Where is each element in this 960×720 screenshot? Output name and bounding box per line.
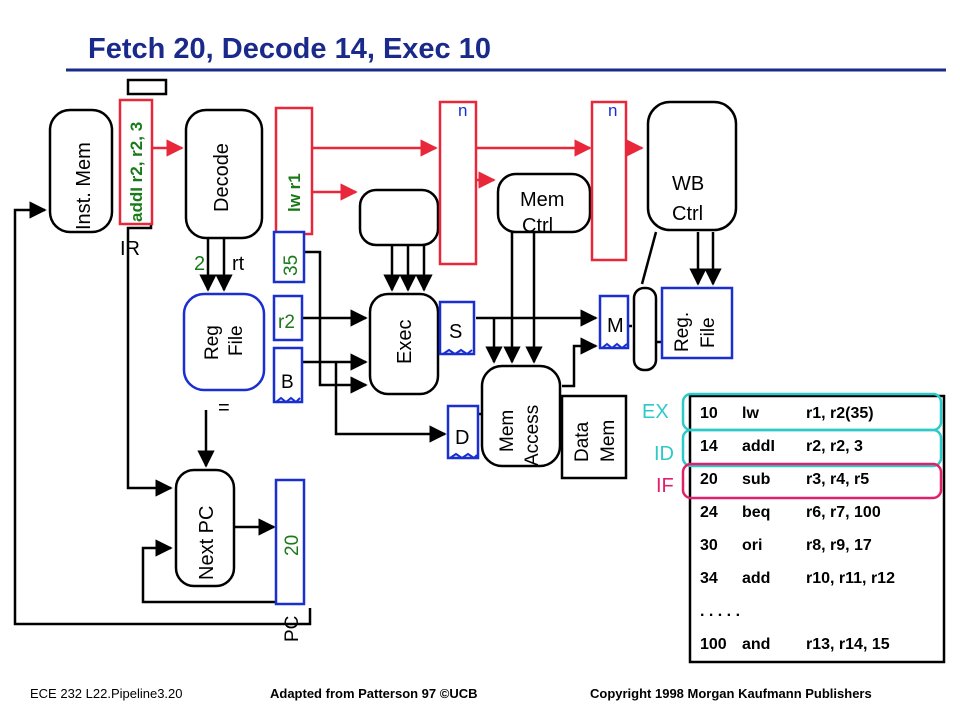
data-mem-label-2: Mem — [598, 420, 619, 462]
stage-id-label: ID — [654, 443, 674, 465]
wb-ctrl-label-1: WB — [672, 173, 704, 195]
program-addr: 30 — [700, 537, 718, 554]
program-args: r1, r2(35) — [806, 405, 874, 422]
reg-a-register — [272, 294, 304, 342]
footer-left: ECE 232 L22.Pipeline3.20 — [30, 686, 183, 701]
data-mem-label-1: Data — [572, 421, 593, 462]
wb-reg-file-label-2: File — [698, 317, 719, 348]
reg-file-label-2: File — [226, 325, 247, 356]
label-rt: rt — [232, 253, 245, 275]
mem-access-block — [480, 364, 562, 468]
program-args: r10, r11, r12 — [806, 570, 895, 587]
imm-register — [272, 230, 306, 284]
next-pc-label: Next PC — [196, 506, 218, 580]
n-flag-2: n — [608, 101, 617, 120]
program-args: r3, r4, r5 — [806, 471, 869, 488]
black-wires — [13, 186, 722, 626]
program-args: r2, r2, 3 — [806, 438, 863, 455]
if-highlight — [681, 462, 943, 500]
program-args: r6, r7, 100 — [806, 504, 881, 521]
program-args: r8, r9, 17 — [806, 537, 872, 554]
n-latch-2 — [590, 100, 628, 262]
m-register — [598, 294, 630, 350]
s-register — [438, 300, 476, 356]
wb-ctrl-block — [646, 100, 738, 232]
stage-ex-label: EX — [642, 401, 669, 423]
n-latch-1 — [438, 100, 478, 266]
program-addr: 10 — [700, 405, 718, 422]
d-value: D — [455, 427, 469, 449]
n-flag-1: n — [458, 101, 467, 120]
program-addr: . . . . . — [700, 603, 740, 620]
wb-mux — [632, 286, 658, 372]
mem-ctrl-label-1: Mem — [520, 189, 564, 211]
wb-reg-file-label-1: Reg. — [672, 312, 693, 352]
inst-mem-label: Inst. Mem — [73, 142, 95, 230]
program-op: beq — [742, 504, 770, 521]
ir-contents: addI r2, r2, 3 — [127, 122, 146, 222]
exec-ctrl-box — [358, 188, 440, 247]
next-pc-block — [174, 468, 236, 588]
exec-label: Exec — [394, 320, 416, 364]
program-op: add — [742, 570, 770, 587]
ir-label: IR — [120, 238, 140, 260]
mem-access-label-2: Access — [522, 405, 543, 466]
exec-block — [368, 292, 440, 396]
program-addr: 24 — [700, 504, 718, 521]
label-two: 2 — [194, 253, 205, 275]
ir-small-box — [126, 78, 168, 96]
program-addr: 34 — [700, 570, 718, 587]
program-args: r13, r14, 15 — [806, 636, 890, 653]
mem-ctrl-block — [496, 172, 592, 234]
reg-a-value: r2 — [278, 312, 295, 333]
m-value: M — [607, 315, 624, 337]
program-addr: 14 — [700, 438, 718, 455]
program-op: sub — [742, 471, 771, 488]
pc-value: 20 — [282, 535, 303, 556]
program-op: and — [742, 636, 770, 653]
reg-file-block — [182, 292, 266, 392]
program-addr: 100 — [700, 636, 727, 653]
footer-right: Copyright 1998 Morgan Kaufmann Publisher… — [590, 686, 872, 701]
program-box — [688, 394, 946, 664]
footer-center: Adapted from Patterson 97 ©UCB — [270, 686, 478, 701]
equals-label: = — [218, 397, 230, 419]
reg-file-label-1: Reg — [202, 325, 223, 360]
s-value: S — [449, 321, 462, 343]
pc-label: PC — [282, 616, 303, 642]
mem-access-label-1: Mem — [497, 410, 518, 452]
ir-register — [118, 98, 154, 226]
page-title: Fetch 20, Decode 14, Exec 10 — [88, 33, 491, 65]
decode-block — [184, 108, 264, 240]
program-op: ori — [742, 537, 762, 554]
inst-mem-block — [48, 108, 114, 234]
program-op: lw — [742, 405, 759, 422]
mem-ctrl-label-2: Ctrl — [522, 215, 553, 237]
data-mem-block — [560, 394, 628, 480]
wb-reg-file-block — [660, 286, 734, 360]
decode-label: Decode — [211, 143, 233, 212]
program-addr: 20 — [700, 471, 718, 488]
program-op: addI — [742, 438, 775, 455]
stage-if-label: IF — [656, 475, 674, 497]
decode-ctrl-contents: lw r1 — [285, 173, 304, 212]
reg-b-value: B — [281, 372, 294, 393]
wb-ctrl-label-2: Ctrl — [672, 203, 703, 225]
imm-value: 35 — [281, 255, 302, 276]
d-register — [446, 404, 480, 460]
id-highlight — [681, 428, 943, 468]
program-listing: 10 lw r1, r2(35) 14 addI r2, r2, 3 20 sub r3, r4… — [642, 392, 946, 664]
reg-b-register — [272, 346, 304, 404]
pc-register — [274, 478, 306, 606]
decode-ctrl-register — [274, 106, 314, 236]
